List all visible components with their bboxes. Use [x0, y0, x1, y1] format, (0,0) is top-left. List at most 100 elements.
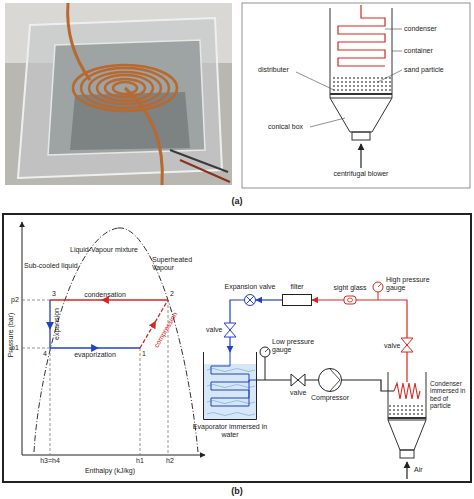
annotation-label: Sub-cooled liquid [24, 262, 78, 270]
pressure-gauge [378, 292, 379, 300]
evaporator-coil [211, 352, 257, 406]
annotation-label: 4 [43, 350, 47, 358]
annotation-label: condenser [404, 25, 437, 33]
annotation-label: (b) [231, 486, 243, 496]
guide-line [22, 300, 50, 301]
fluidized-bed-schematic [242, 3, 470, 188]
guide-line [22, 300, 168, 455]
annotation-label: centrifugal blower [334, 170, 389, 178]
refrigerant-pipe [342, 380, 394, 391]
annotation-label: 3 [52, 290, 56, 298]
annotation-label: valve [384, 342, 400, 350]
component-label: filter [272, 283, 322, 291]
filter-box: filter [282, 294, 312, 306]
fluidized-bed-schematic [330, 8, 331, 98]
filter-body [283, 295, 312, 306]
panel-frame [3, 214, 471, 482]
pressure-gauge [378, 284, 381, 287]
condenser-bed [400, 450, 414, 458]
pressure-gauge [265, 357, 266, 380]
annotation-label: Superheated Vapour [152, 256, 198, 272]
annotation-label: expansion [53, 308, 61, 340]
annotation-label: Low pressure gauge [272, 338, 318, 354]
pressure-enthalpy-chart [22, 222, 23, 455]
condenser-bed [388, 417, 426, 419]
annotation-label: compression [153, 311, 180, 349]
condenser-bed [406, 462, 407, 479]
compressor-body [319, 369, 342, 392]
apparatus-photo [180, 160, 230, 182]
node-outline [318, 368, 342, 392]
node-outline [244, 294, 256, 306]
fluidized-bed-schematic [352, 132, 370, 140]
leader-line [296, 72, 334, 90]
pressure-enthalpy-chart [22, 455, 205, 456]
evaporator-tank: Evaporator immersed in water [203, 352, 257, 420]
component-label: Condenser immersed in bed of particle [430, 380, 468, 410]
pressure-gauge [265, 349, 268, 352]
apparatus-photo [5, 3, 232, 185]
annotation-label: h2 [166, 457, 174, 465]
expansion-valve: Expansion valve [244, 294, 256, 306]
sight-glass [344, 296, 356, 304]
refrigerant-pipe [257, 379, 318, 380]
water-line [207, 385, 255, 388]
fluidized-bed-schematic [242, 3, 470, 188]
apparatus-photo [68, 3, 90, 80]
leader-line [310, 118, 345, 127]
component-label: Expansion valve [215, 283, 285, 291]
pressure-gauge [260, 347, 270, 380]
pressure-enthalpy-chart [50, 299, 168, 300]
pressure-gauge [373, 282, 383, 292]
tank-wall [204, 352, 257, 420]
fluidized-bed-schematic [392, 8, 393, 98]
leader-line [392, 51, 402, 52]
valve-body [245, 295, 256, 306]
fluidized-bed-schematic [360, 144, 361, 168]
refrigerant-pipe [256, 299, 282, 300]
valve-symbol [291, 374, 305, 386]
guide-line [22, 348, 50, 349]
node-outline [394, 382, 420, 400]
condenser-bed [426, 372, 427, 420]
pressure-enthalpy-chart [50, 347, 140, 348]
annotation-label: container [404, 47, 433, 55]
annotation-label: distributer [258, 66, 289, 74]
condenser-bed [388, 372, 426, 479]
water-line [207, 369, 255, 372]
annotation-label: 1 [142, 350, 146, 358]
valve-cross [246, 296, 254, 304]
apparatus-photo [125, 88, 162, 185]
guide-line [50, 348, 51, 455]
apparatus-photo [5, 3, 232, 185]
compressor-symbol: Compressor [318, 368, 342, 392]
water-line [207, 413, 255, 416]
annotation-label: h3=h4 [40, 457, 60, 465]
component-label: Evaporator immersed in water [192, 423, 268, 439]
annotation-label: valve [206, 326, 222, 334]
annotation-label: 2 [170, 290, 174, 298]
apparatus-photo [48, 40, 205, 155]
annotation-label: valve [290, 389, 306, 397]
fluidized-bed-schematic [330, 93, 392, 95]
leader-line [296, 29, 402, 127]
sight-glass [348, 298, 353, 302]
annotation-label: condensation [84, 291, 126, 299]
pressure-enthalpy-chart [34, 228, 118, 452]
water-line [207, 401, 255, 404]
condenser-coil: Condenser immersed in bed of particle [394, 382, 420, 400]
node-outline [282, 294, 312, 306]
valve-symbol [224, 323, 236, 337]
pressure-enthalpy-chart [22, 222, 205, 455]
annotation-label: (a) [232, 196, 243, 206]
condenser-coil [394, 383, 420, 399]
leader-line [385, 29, 402, 30]
fluidized-bed-schematic [330, 98, 392, 132]
refrigerant-pipe [230, 300, 244, 352]
fluidized-bed-schematic [331, 75, 391, 93]
pressure-gauge [373, 282, 383, 300]
node-outline [203, 352, 257, 420]
compressor-mark [330, 369, 340, 391]
pressure-enthalpy-chart [118, 228, 198, 452]
